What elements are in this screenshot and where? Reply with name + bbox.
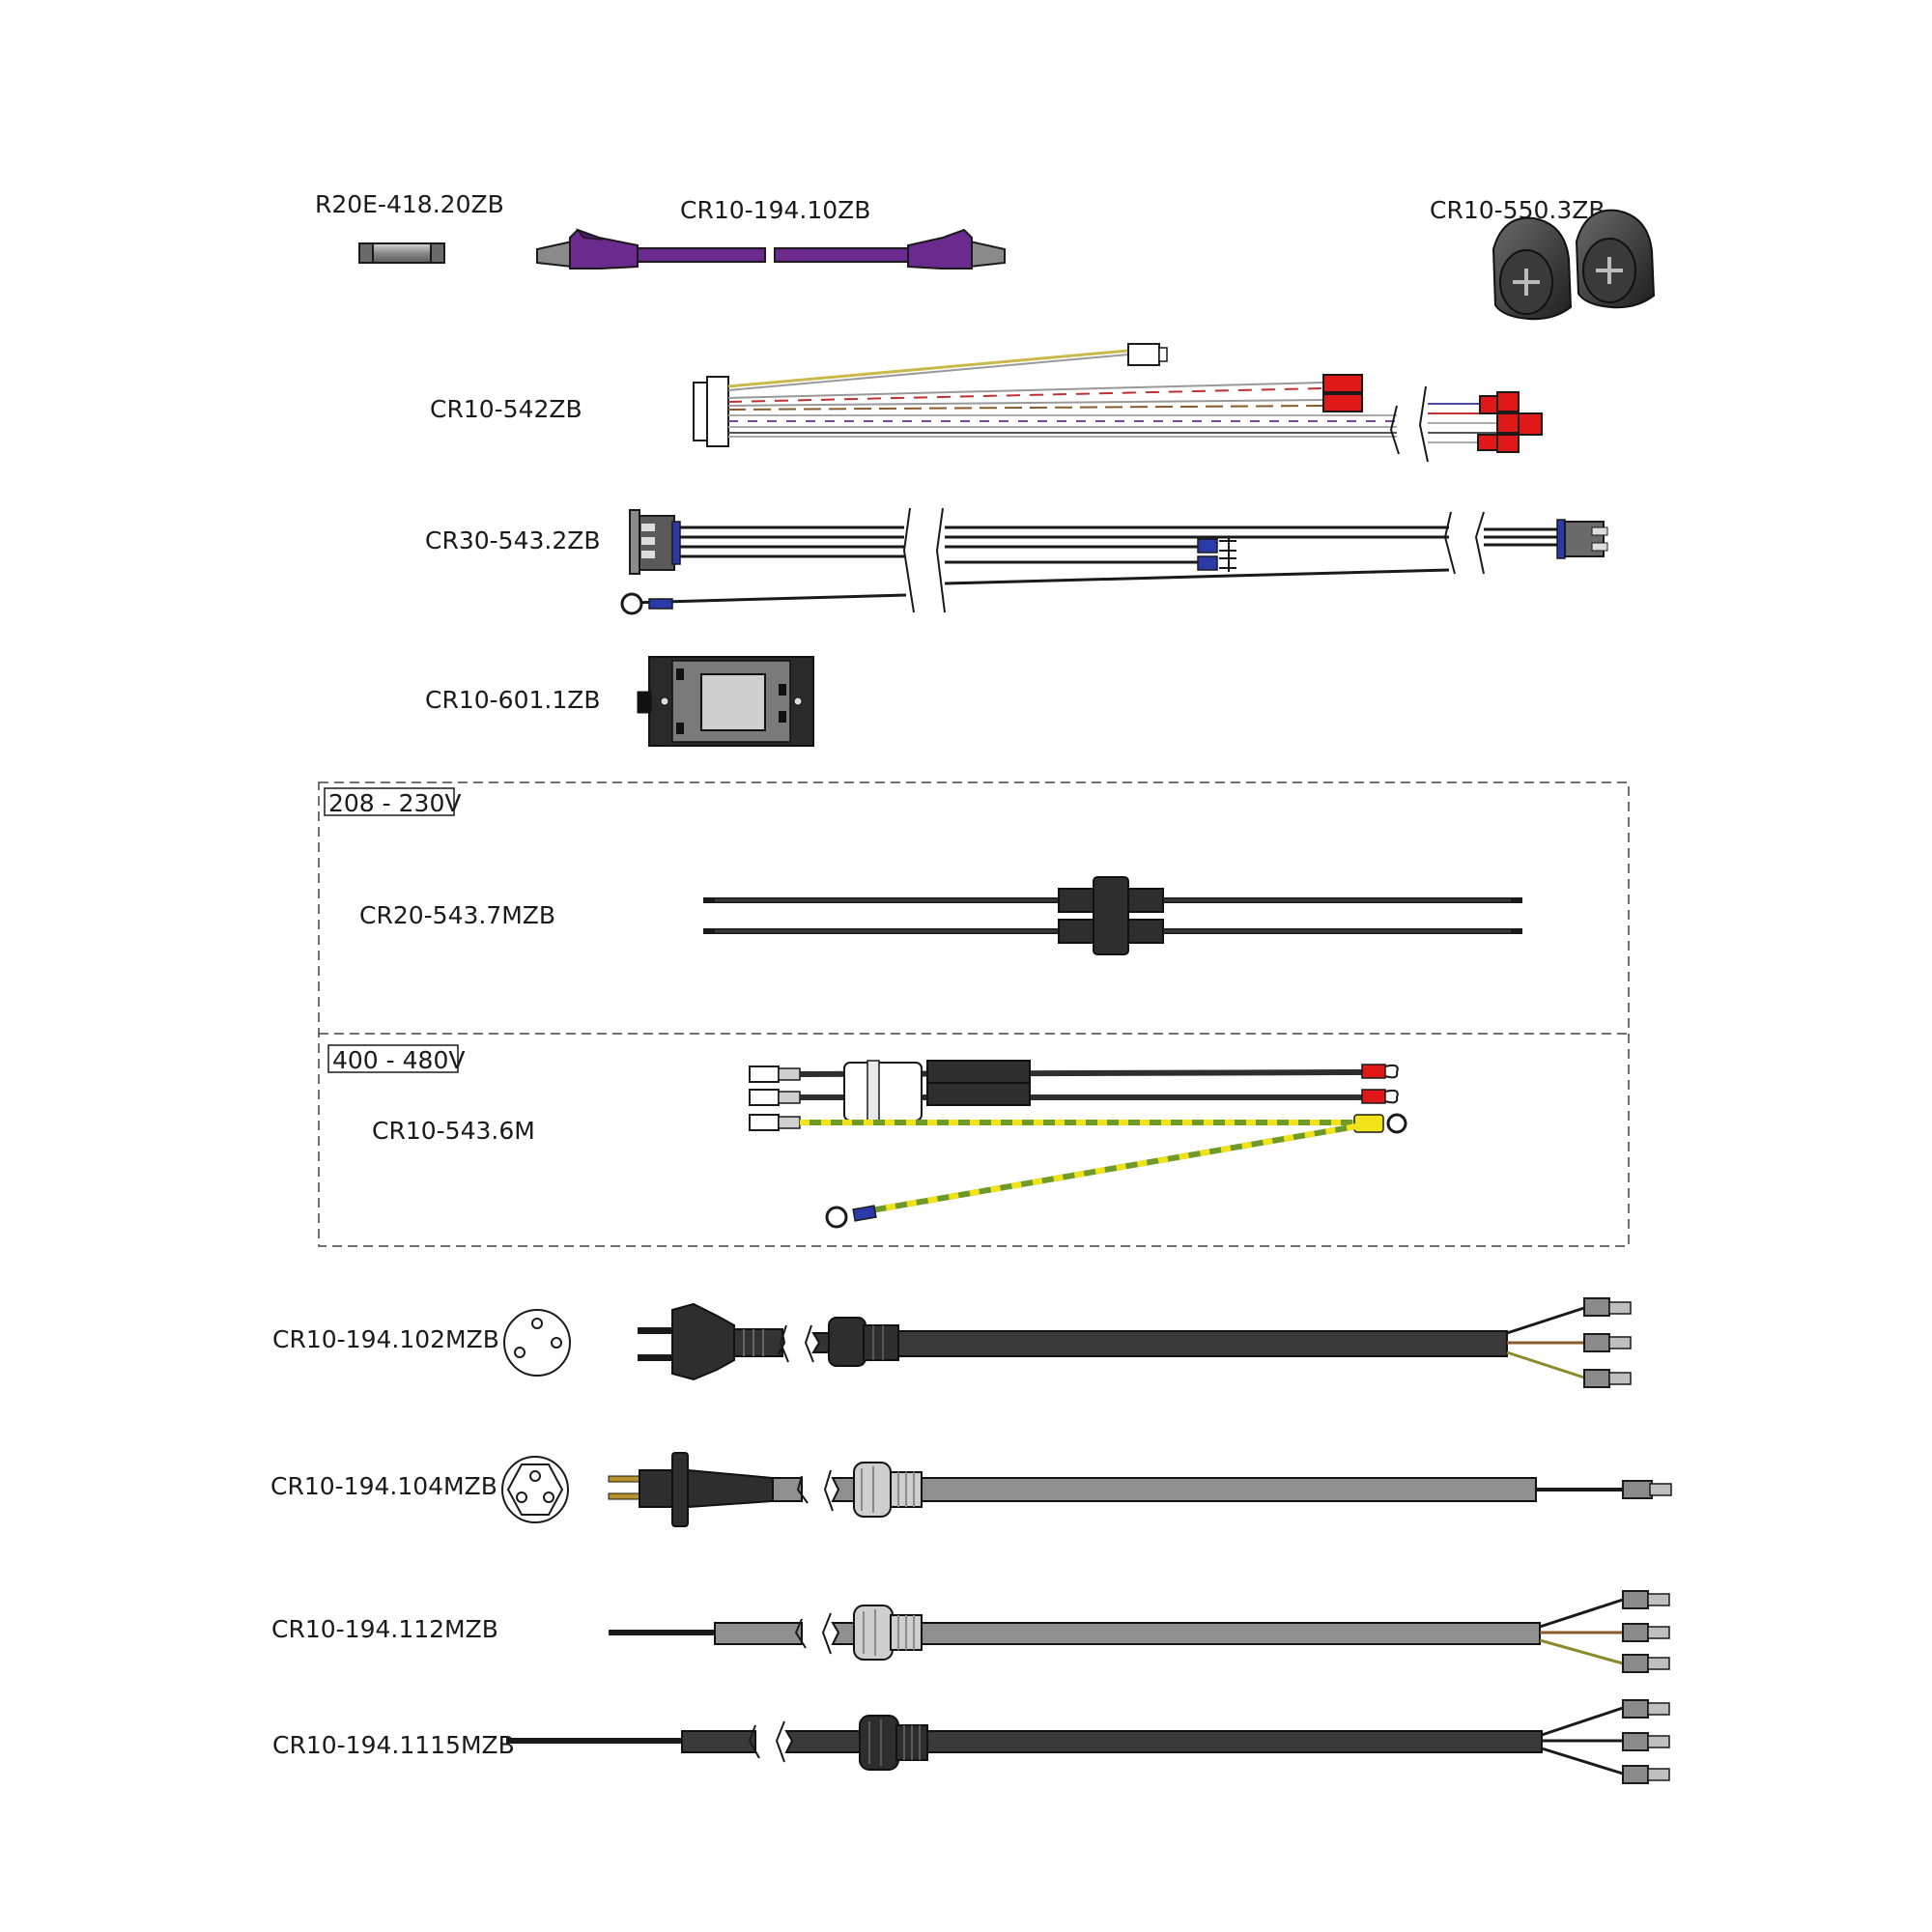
schuko-socket-icon (503, 1309, 571, 1377)
fuse-illustration (358, 242, 445, 264)
cord-grey-bare-label: CR10-194.112MZB (271, 1615, 498, 1643)
voltage-high-label: 400 - 480V (332, 1046, 465, 1074)
voltage-badge-high (327, 1044, 459, 1073)
cord-black-bare-label: CR10-194.1115MZB (272, 1731, 515, 1759)
cord-swiss-label: CR10-194.104MZB (270, 1472, 497, 1500)
cord-grey-bare-illustration (609, 1590, 1670, 1673)
harness-main-label: CR10-542ZB (430, 395, 582, 423)
cord-schuko-label: CR10-194.102MZB (272, 1325, 499, 1353)
harness-sensor-label: CR30-543.2ZB (425, 526, 601, 554)
module-label: CR10-601.1ZB (425, 686, 601, 714)
knob-icon (1492, 216, 1573, 321)
knob-icon (1575, 209, 1656, 309)
cord-swiss-illustration (501, 1452, 1672, 1527)
harness-sensor-illustration (620, 507, 1608, 615)
network-cable-illustration (536, 228, 1006, 270)
jumper-low-label: CR20-543.7MZB (359, 901, 555, 929)
fuse-label: R20E-418.20ZB (315, 190, 504, 218)
knobs-illustration (1492, 209, 1656, 321)
module-illustration (637, 656, 814, 747)
voltage-section: 208 - 230V 400 - 480V CR20-543.7MZB CR10… (318, 781, 1630, 1247)
jumper-high-label: CR10-543.6M (372, 1117, 535, 1145)
cord-black-bare-illustration (506, 1699, 1670, 1784)
harness-main-illustration (693, 343, 1543, 463)
cord-schuko-illustration (503, 1297, 1632, 1388)
voltage-badge-low (324, 787, 455, 816)
jumper-low-illustration (703, 876, 1522, 955)
voltage-low-label: 208 - 230V (328, 789, 461, 817)
swiss-socket-icon (501, 1456, 569, 1523)
network-cable-label: CR10-194.10ZB (680, 196, 870, 224)
jumper-high-illustration (749, 1060, 1407, 1229)
